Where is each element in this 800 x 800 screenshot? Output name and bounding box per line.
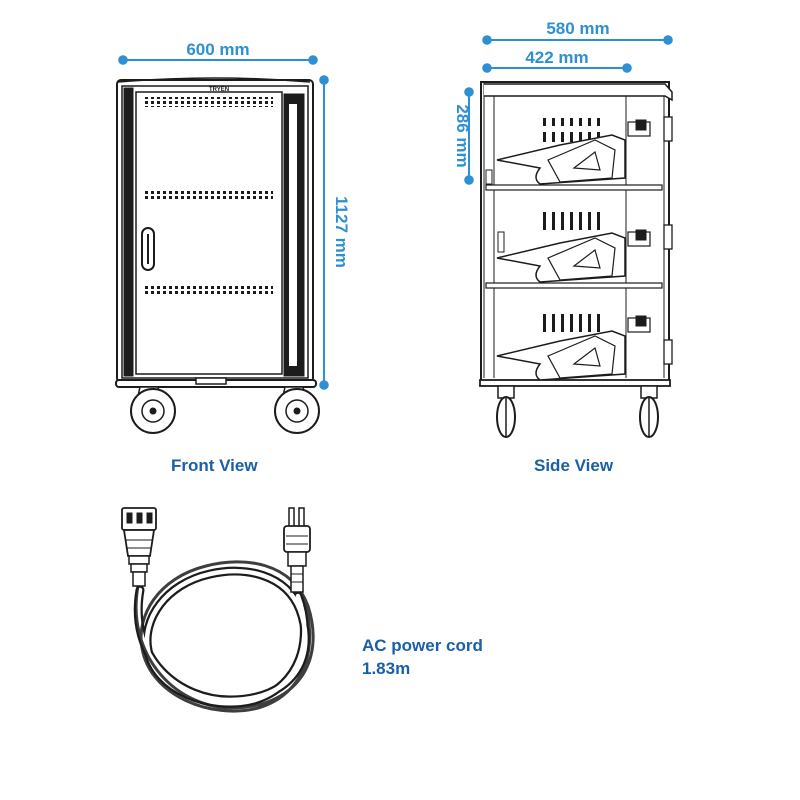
front-vent-top bbox=[143, 97, 273, 107]
front-caster-left bbox=[130, 386, 176, 434]
side-bay-middle bbox=[496, 212, 651, 283]
front-view: 600 mm 1127 mm TRYEN bbox=[115, 40, 351, 434]
front-width-dimension: 600 mm bbox=[118, 40, 318, 65]
side-bay-bottom bbox=[496, 308, 651, 381]
front-vent-middle bbox=[143, 190, 273, 200]
iec-connector bbox=[121, 507, 157, 587]
side-view-caption: Side View bbox=[534, 456, 614, 475]
power-cord-length: 1.83m bbox=[362, 659, 411, 678]
side-shelf-height-dimension: 286 mm bbox=[453, 87, 474, 185]
front-vent-bottom bbox=[143, 285, 273, 295]
front-cabinet: TRYEN bbox=[115, 77, 317, 388]
front-height-label: 1127 mm bbox=[332, 196, 351, 268]
side-inner-depth-label: 422 mm bbox=[525, 48, 588, 67]
front-brand-text: TRYEN bbox=[209, 87, 229, 93]
side-caster-right bbox=[639, 385, 659, 438]
side-bay-top bbox=[496, 118, 651, 185]
side-caster-left bbox=[496, 385, 516, 438]
side-overall-depth-label: 580 mm bbox=[546, 19, 609, 38]
side-view: 580 mm 422 mm 286 mm bbox=[453, 19, 673, 438]
power-cord-caption: AC power cord 1.83m bbox=[362, 634, 483, 680]
side-overall-depth-dimension: 580 mm bbox=[482, 19, 673, 45]
front-height-dimension: 1127 mm bbox=[319, 75, 351, 390]
power-cord-title: AC power cord bbox=[362, 636, 483, 655]
side-inner-depth-dimension: 422 mm bbox=[482, 48, 632, 73]
power-cord-illustration bbox=[121, 507, 315, 713]
front-caster-right bbox=[274, 386, 320, 434]
front-door-handle bbox=[141, 227, 155, 271]
plug-connector bbox=[283, 507, 311, 593]
cord-coil bbox=[133, 560, 315, 713]
front-width-label: 600 mm bbox=[186, 40, 249, 59]
side-shelf-height-label: 286 mm bbox=[453, 104, 472, 167]
front-view-caption: Front View bbox=[171, 456, 258, 475]
